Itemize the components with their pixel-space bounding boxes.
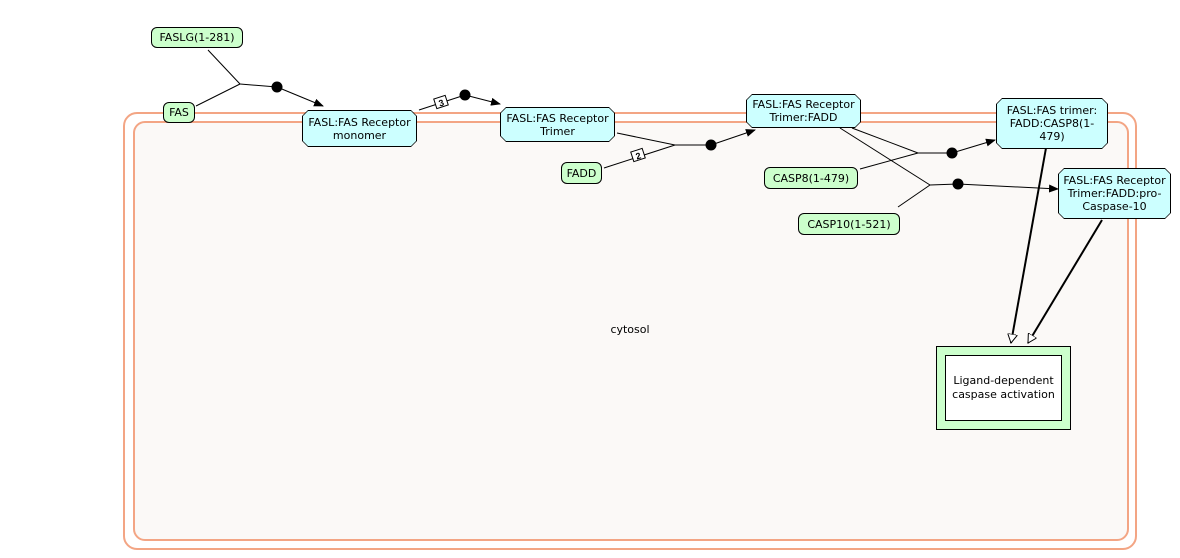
complex-fasl-fas-trimer[interactable]: FASL:FAS Receptor Trimer <box>500 107 615 142</box>
complex-trimer-fadd-label: FASL:FAS Receptor Trimer:FADD <box>747 95 860 127</box>
entity-casp10[interactable]: CASP10(1-521) <box>798 213 900 235</box>
entity-casp8[interactable]: CASP8(1-479) <box>764 167 858 189</box>
pathway-links[interactable] <box>1011 147 1103 343</box>
stoichiometry-badge-2: 2 <box>630 147 646 163</box>
entity-fadd-label: FADD <box>566 166 597 180</box>
entity-casp10-label: CASP10(1-521) <box>807 217 891 231</box>
complex-monomer-label: FASL:FAS Receptor monomer <box>303 111 416 146</box>
complex-casp10-label: FASL:FAS Receptor Trimer:FADD:pro-Caspas… <box>1059 169 1170 218</box>
complex-trimer-fadd[interactable]: FASL:FAS Receptor Trimer:FADD <box>746 94 861 128</box>
complex-casp8-label: FASL:FAS trimer: FADD:CASP8(1-479) <box>997 99 1107 148</box>
entity-faslg-label: FASLG(1-281) <box>159 31 235 44</box>
entity-casp8-label: CASP8(1-479) <box>772 171 850 185</box>
complex-casp10[interactable]: FASL:FAS Receptor Trimer:FADD:pro-Caspas… <box>1058 168 1171 219</box>
stoichiometry-3-label: 3 <box>437 97 445 108</box>
entity-fas[interactable]: FAS <box>163 102 195 123</box>
complex-trimer-label: FASL:FAS Receptor Trimer <box>501 108 614 141</box>
cytosol-compartment[interactable] <box>133 121 1129 541</box>
complex-fasl-fas-monomer[interactable]: FASL:FAS Receptor monomer <box>302 110 417 147</box>
reaction-1[interactable] <box>195 49 324 107</box>
entity-fadd[interactable]: FADD <box>561 162 602 184</box>
pathway-label: Ligand-dependent caspase activation <box>945 355 1062 421</box>
complex-casp8[interactable]: FASL:FAS trimer: FADD:CASP8(1-479) <box>996 98 1108 149</box>
reaction-2[interactable]: 3 <box>418 89 501 111</box>
entity-fas-label: FAS <box>169 106 189 119</box>
reaction-4[interactable] <box>851 127 996 170</box>
entity-faslg[interactable]: FASLG(1-281) <box>151 27 243 48</box>
stoichiometry-badge-3: 3 <box>433 94 449 110</box>
reaction-5[interactable] <box>839 127 1059 208</box>
compartment-label: cytosol <box>610 323 650 336</box>
reaction-3[interactable]: 2 <box>603 129 756 169</box>
stoichiometry-2-label: 2 <box>634 150 642 161</box>
